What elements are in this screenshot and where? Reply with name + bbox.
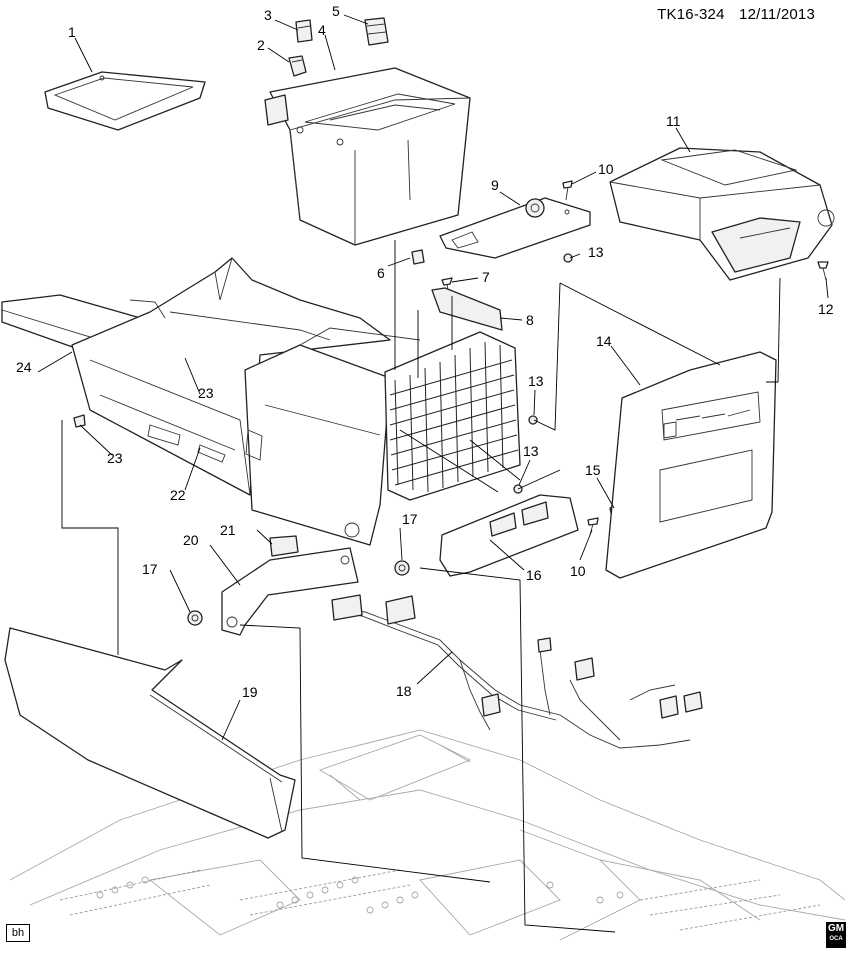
diagram-date: 12/11/2013 [739, 6, 815, 23]
floor-holes [96, 876, 624, 914]
callout-14: 14 [596, 333, 612, 349]
callout-22: 22 [170, 487, 186, 503]
diagram-header: TK16-324 12/11/2013 [657, 6, 815, 23]
mesh-lines [389, 341, 519, 493]
leader-lines [37, 14, 829, 933]
callout-6: 6 [377, 265, 385, 281]
part-14-rear-panel [605, 351, 777, 579]
part-17-nut-left [187, 610, 203, 626]
callout-5: 5 [332, 3, 340, 19]
console-base [71, 257, 391, 496]
callout-20: 20 [183, 532, 199, 548]
part-5-connector [364, 17, 389, 46]
callout-12: 12 [818, 301, 834, 317]
part-8-bracket [431, 287, 503, 331]
part-11-armrest [609, 147, 835, 281]
part-13-nut-mid [528, 415, 538, 425]
console-insulator-mesh [384, 331, 521, 501]
gm-logo: GM OCA [826, 922, 846, 948]
part-23-clip-lower [73, 414, 86, 428]
diagram-id: TK16-324 [657, 6, 725, 23]
callout-24: 24 [16, 359, 32, 375]
callout-2: 2 [257, 37, 265, 53]
callout-23-lower: 23 [107, 450, 123, 466]
part-12-screw [817, 261, 829, 281]
part-10-screw-bottom [587, 517, 599, 536]
callout-8: 8 [526, 312, 534, 328]
callout-17-left: 17 [142, 561, 158, 577]
part-1-mat [44, 71, 206, 131]
callout-15: 15 [585, 462, 601, 478]
callout-19: 19 [242, 684, 258, 700]
part-4-storage-bin [264, 67, 471, 246]
callout-9: 9 [491, 177, 499, 193]
callout-4: 4 [318, 22, 326, 38]
callout-11: 11 [666, 113, 681, 129]
part-9-cover-plate [439, 197, 591, 259]
callout-1: 1 [68, 24, 76, 40]
part-10-screw-top [562, 180, 573, 201]
part-20-lower-bracket [221, 547, 359, 636]
callout-16: 16 [526, 567, 542, 583]
floor-pan [9, 729, 846, 941]
part-21-insert [269, 535, 299, 557]
callout-13-top: 13 [588, 244, 604, 260]
callout-labels: 1 2 3 4 5 6 7 8 9 10 10 11 12 13 13 13 1… [16, 3, 834, 700]
part-16-rear-bracket [439, 494, 579, 577]
callout-21: 21 [220, 522, 236, 538]
callout-3: 3 [264, 7, 272, 23]
gm-logo-text: GM [827, 923, 845, 934]
part-2-connector [288, 55, 307, 77]
part-3-connector [295, 19, 313, 43]
callout-7: 7 [482, 269, 490, 285]
callout-23-upper: 23 [198, 385, 214, 401]
gm-logo-subtext: OCA [829, 936, 843, 942]
console-body [244, 327, 421, 546]
part-13-nut-top [563, 253, 573, 263]
callout-10-bottom: 10 [570, 563, 586, 579]
callout-18: 18 [396, 683, 412, 699]
part-17-nut-right [394, 560, 410, 576]
callout-10-top: 10 [598, 161, 614, 177]
part-19-lower-trim [4, 627, 296, 839]
illustrator-badge: bh [6, 924, 30, 942]
callout-17-right: 17 [402, 511, 418, 527]
callout-13-low: 13 [523, 443, 539, 459]
part-6-clip [411, 249, 425, 265]
callout-13-mid: 13 [528, 373, 544, 389]
part-18-wiring-harness [331, 594, 703, 749]
